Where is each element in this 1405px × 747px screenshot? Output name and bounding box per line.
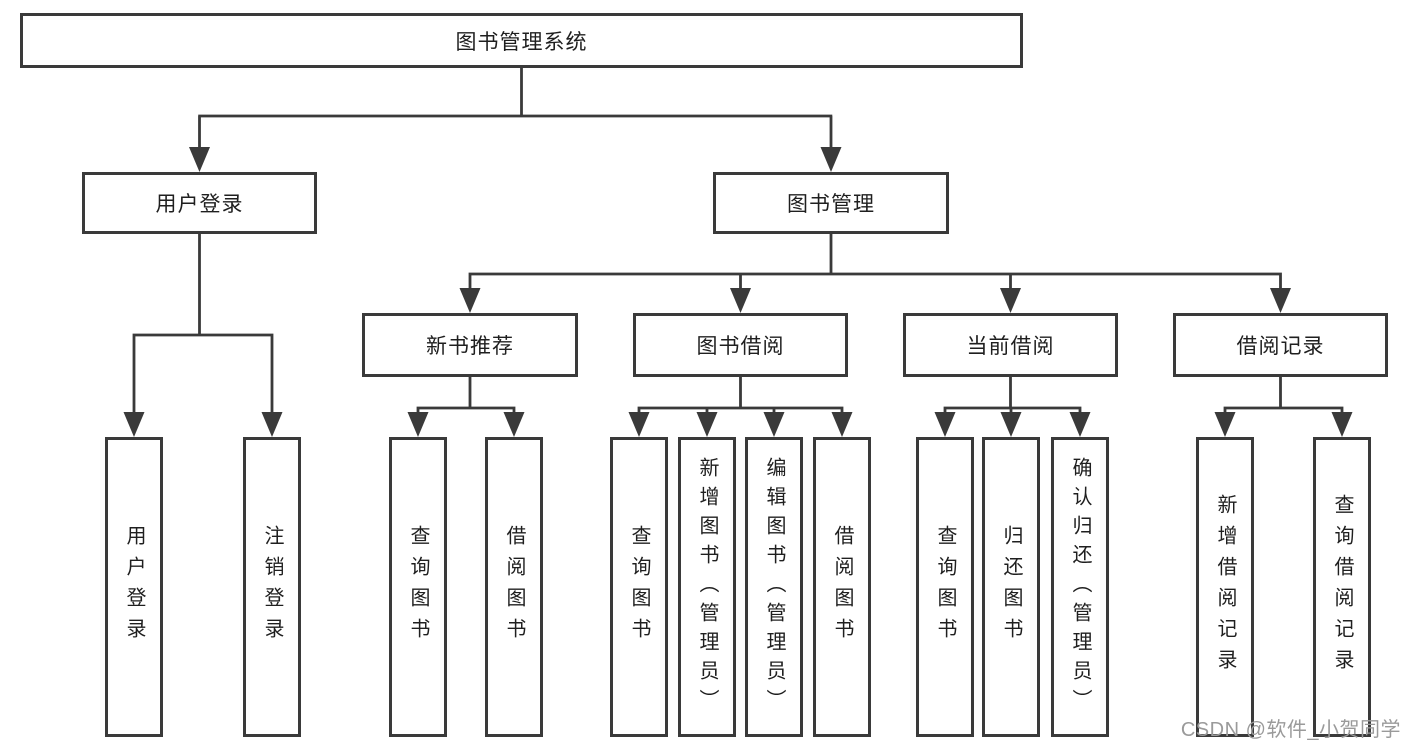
leaf-user-login: 用户登录 <box>105 437 163 737</box>
leaf-logout-login: 注销登录 <box>243 437 301 737</box>
node-book-borrow: 图书借阅 <box>633 313 848 377</box>
leaf-confirm-return-admin: 确认归还（管理员） <box>1051 437 1109 737</box>
node-new-book-recommend: 新书推荐 <box>362 313 578 377</box>
node-user-login: 用户登录 <box>82 172 317 234</box>
leaf-query-borrow-record: 查询借阅记录 <box>1313 437 1371 737</box>
leaf-add-borrow-record: 新增借阅记录 <box>1196 437 1254 737</box>
leaf-add-book-admin: 新增图书（管理员） <box>678 437 736 737</box>
node-root-library-management-system: 图书管理系统 <box>20 13 1023 68</box>
node-book-management: 图书管理 <box>713 172 949 234</box>
node-current-borrow: 当前借阅 <box>903 313 1118 377</box>
leaf-query-book-current: 查询图书 <box>916 437 974 737</box>
leaf-borrow-book-recommend: 借阅图书 <box>485 437 543 737</box>
node-borrow-records: 借阅记录 <box>1173 313 1388 377</box>
leaf-query-book-recommend: 查询图书 <box>389 437 447 737</box>
leaf-edit-book-admin: 编辑图书（管理员） <box>745 437 803 737</box>
leaf-borrow-book: 借阅图书 <box>813 437 871 737</box>
csdn-watermark: CSDN @软件_小贺同学 <box>1180 719 1401 741</box>
leaf-return-book: 归还图书 <box>982 437 1040 737</box>
leaf-query-book-borrow: 查询图书 <box>610 437 668 737</box>
